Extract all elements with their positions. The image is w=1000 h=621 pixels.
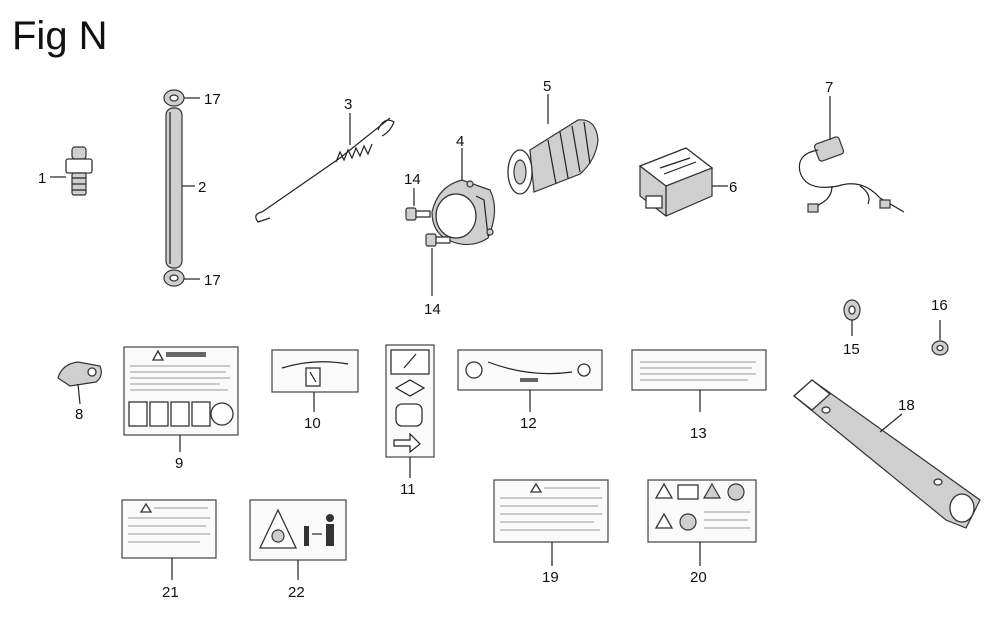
callout-16: 16 xyxy=(931,297,948,314)
part-14-screw-bottom xyxy=(425,233,451,296)
callout-9: 9 xyxy=(175,455,183,472)
callout-22: 22 xyxy=(288,584,305,601)
callout-2: 2 xyxy=(198,179,206,196)
part-15-washer xyxy=(843,299,861,336)
callout-5: 5 xyxy=(543,78,551,95)
part-10-label xyxy=(271,349,359,412)
part-13-label xyxy=(631,349,767,412)
part-19-label xyxy=(493,479,609,566)
callout-15: 15 xyxy=(843,341,860,358)
part-8-clip xyxy=(57,361,102,405)
part-17-clip-bottom xyxy=(163,269,200,287)
part-4-cover xyxy=(431,148,496,246)
figure-title: Fig N xyxy=(12,14,108,58)
part-16-nut xyxy=(931,320,949,356)
callout-20: 20 xyxy=(690,569,707,586)
callout-3: 3 xyxy=(344,96,352,113)
callout-18: 18 xyxy=(898,397,915,414)
callout-19: 19 xyxy=(542,569,559,586)
part-12-label xyxy=(457,349,603,412)
callout-7: 7 xyxy=(825,79,833,96)
callout-14-top: 14 xyxy=(404,171,421,188)
callout-4: 4 xyxy=(456,133,464,150)
part-14-screw-top xyxy=(405,188,431,221)
callout-1: 1 xyxy=(38,170,46,187)
part-22-label xyxy=(249,499,347,580)
callout-12: 12 xyxy=(520,415,537,432)
callout-21: 21 xyxy=(162,584,179,601)
callout-10: 10 xyxy=(304,415,321,432)
part-21-label xyxy=(121,499,217,580)
callout-14-bottom: 14 xyxy=(424,301,441,318)
callout-11: 11 xyxy=(400,481,416,498)
part-7-cable xyxy=(798,96,905,213)
part-2-tube xyxy=(165,107,195,269)
part-20-label xyxy=(647,479,757,566)
part-11-label xyxy=(385,344,435,478)
callout-13: 13 xyxy=(690,425,707,442)
part-1-fitting xyxy=(50,146,93,196)
callout-8: 8 xyxy=(75,406,83,423)
callout-17-top: 17 xyxy=(204,91,221,108)
part-18-wrench xyxy=(792,379,981,529)
part-6-switch xyxy=(638,147,728,217)
callout-6: 6 xyxy=(729,179,737,196)
part-3-spring-rod xyxy=(255,113,395,223)
part-9-label xyxy=(123,346,239,452)
callout-17-bottom: 17 xyxy=(204,272,221,289)
part-5-grip xyxy=(507,94,599,195)
part-17-clip-top xyxy=(163,89,200,107)
